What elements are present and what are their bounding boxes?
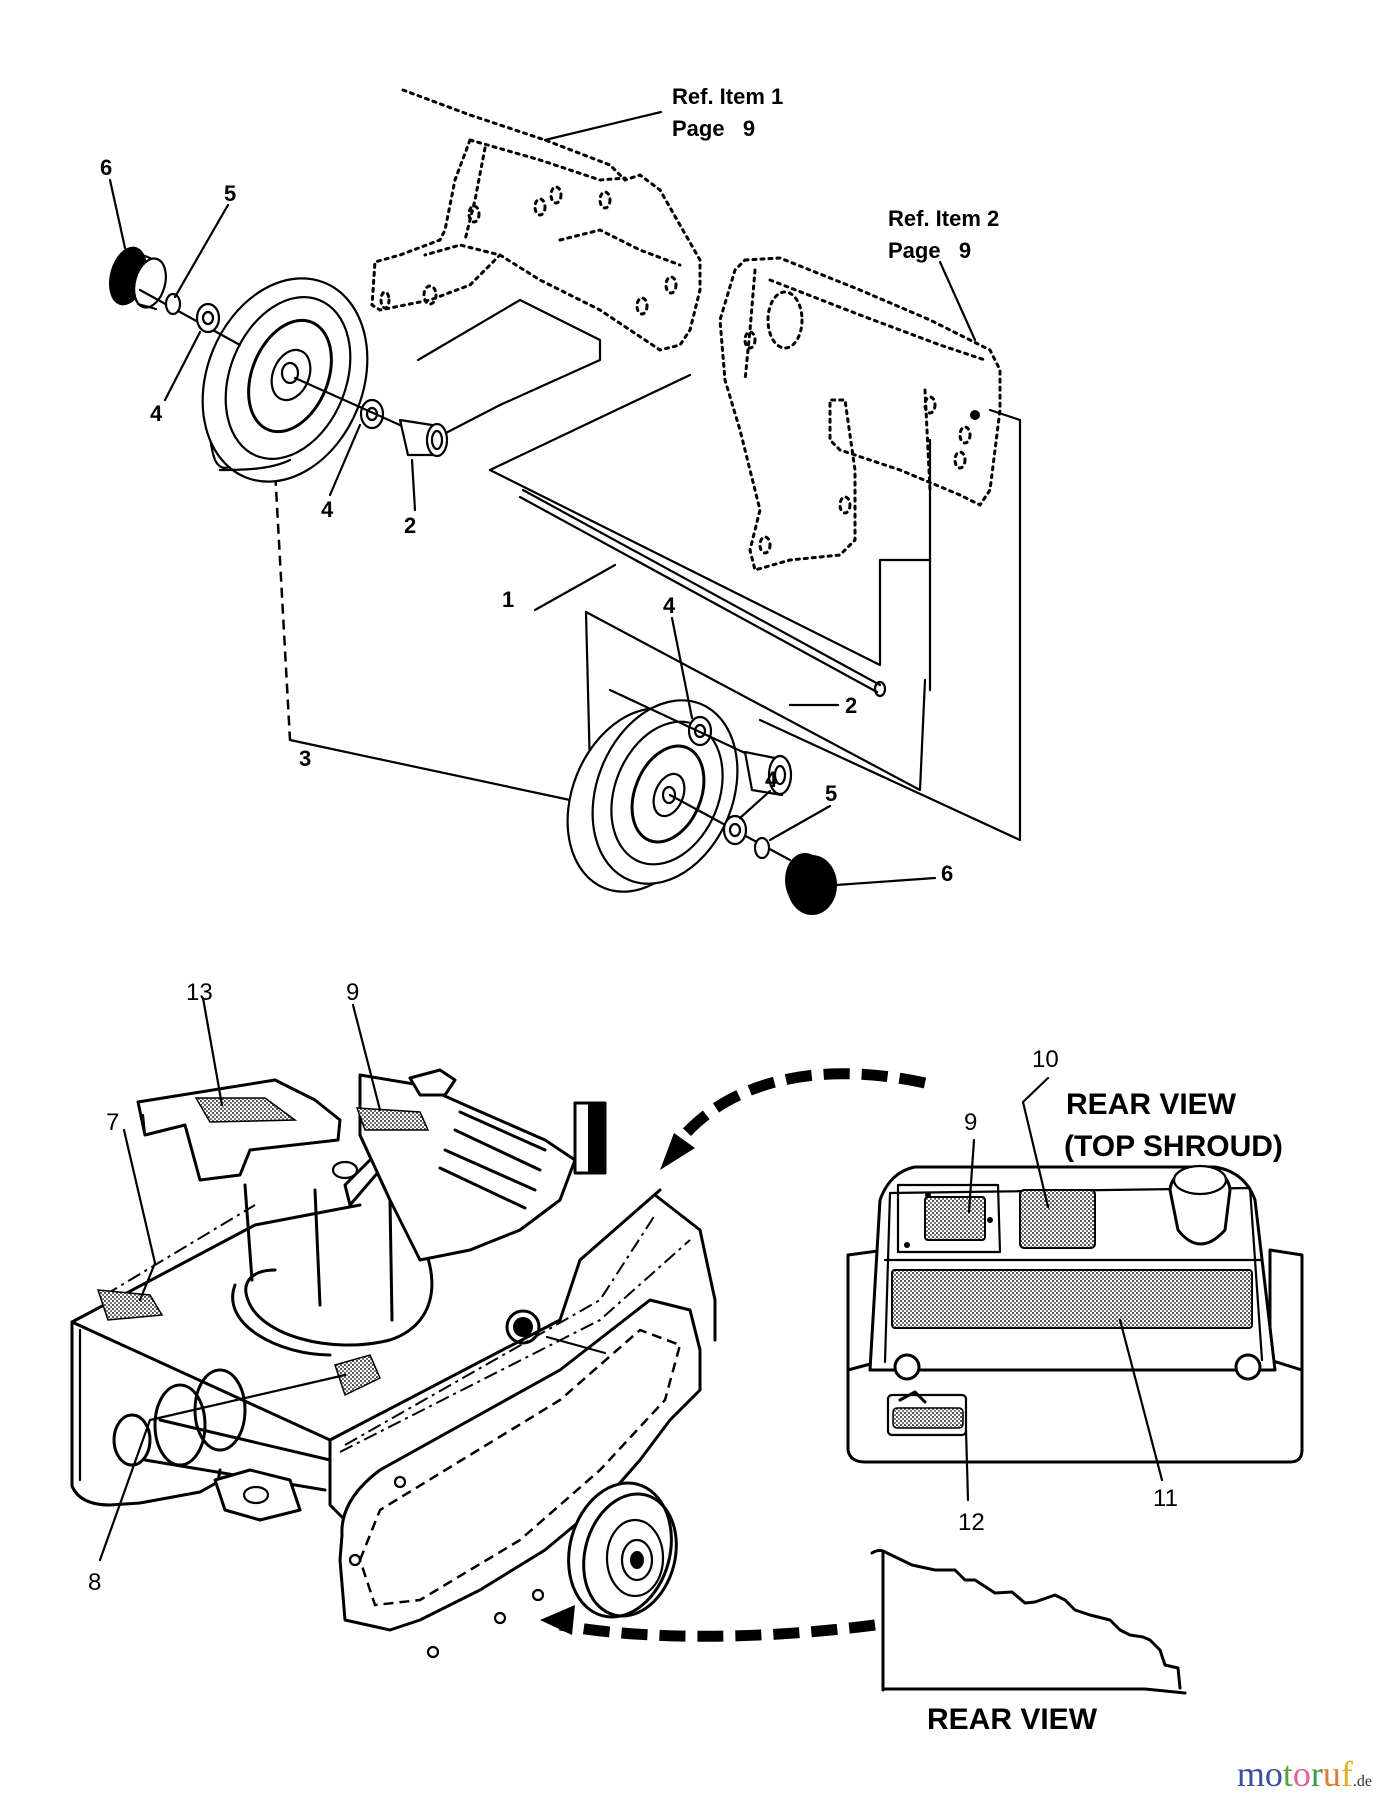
retaining-clip-lower (753, 836, 771, 860)
arrow-to-top-shroud (675, 1068, 927, 1144)
callout-4-lower-inner: 4 (663, 593, 676, 618)
callout-7: 7 (106, 1109, 119, 1136)
arrow-to-rear (558, 1619, 876, 1642)
callout-2-lower: 2 (845, 693, 857, 718)
watermark-text: motoruf.de (1237, 1754, 1372, 1794)
arrow-head-rear (540, 1605, 575, 1635)
wheel-upper (201, 277, 369, 483)
callout-13: 13 (186, 979, 213, 1006)
callout-11: 11 (1153, 1485, 1178, 1512)
decal-7 (96, 1289, 164, 1321)
ref-item-2-label: Ref. Item 2 (888, 206, 999, 231)
arrow-head-top (660, 1133, 695, 1170)
washer-upper-inner (359, 398, 385, 430)
decal-11 (891, 1269, 1253, 1329)
callout-9-body: 9 (346, 979, 359, 1006)
spacer-upper (398, 418, 449, 458)
callout-1-axle: 1 (502, 587, 514, 612)
callout-4-upper-inner: 4 (321, 497, 334, 522)
upper-exploded-view: 6 5 4 4 2 1 4 2 3 4 5 6 Ref. Item 1 Page… (100, 84, 1022, 915)
rear-view-profile: REAR VIEW (870, 1549, 1187, 1736)
watermark-logo: motoruf.de (1237, 1754, 1372, 1794)
wheel-lower (566, 699, 739, 893)
washer-lower-outer (722, 814, 748, 846)
top-shroud-view-title: REAR VIEW (1066, 1088, 1237, 1121)
callout-10: 10 (1032, 1046, 1059, 1073)
ref-item-2-page: Page 9 (888, 238, 971, 263)
callout-9-rear: 9 (964, 1109, 977, 1136)
callout-6-lower: 6 (941, 861, 953, 886)
callout-3-wheel: 3 (299, 746, 311, 771)
rear-view-top-shroud: 10 9 11 12 REAR VIEW (TOP SHROUD) (846, 1046, 1304, 1536)
callout-5-lower: 5 (825, 781, 837, 806)
decal-10 (1019, 1189, 1096, 1249)
washer-upper-outer (195, 302, 221, 334)
hub-cap-upper (108, 246, 167, 311)
ref-item-1-label: Ref. Item 1 (672, 84, 783, 109)
rear-view-title: REAR VIEW (927, 1703, 1098, 1736)
top-shroud-view-subtitle: (TOP SHROUD) (1064, 1130, 1283, 1163)
callout-4-upper-outer: 4 (150, 401, 163, 426)
callout-5-upper: 5 (224, 181, 236, 206)
spacer-lower (743, 750, 793, 797)
decal-8 (334, 1354, 381, 1397)
decal-9-rear (924, 1196, 986, 1241)
axle-rod (518, 488, 887, 698)
callout-8: 8 (88, 1569, 101, 1596)
view-arrows (540, 1068, 927, 1642)
frame-bracket-ref-1 (370, 88, 702, 352)
decal-9 (355, 1107, 430, 1131)
callout-4-lower-outer: 4 (765, 767, 778, 792)
retaining-clip-upper (164, 292, 182, 316)
hub-cap-lower (785, 853, 837, 915)
snow-thrower-body: 13 9 7 8 (70, 979, 717, 1659)
callout-6-upper: 6 (100, 155, 112, 180)
decal-12 (892, 1407, 964, 1429)
ref-item-1-page: Page 9 (672, 116, 755, 141)
callout-12: 12 (958, 1509, 985, 1536)
callout-2-upper: 2 (404, 513, 416, 538)
